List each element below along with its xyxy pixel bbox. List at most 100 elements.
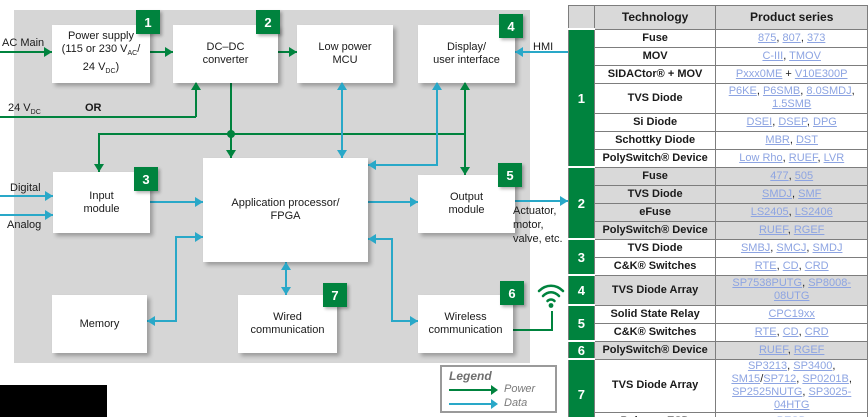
product-link[interactable]: RUEF: [788, 151, 818, 164]
product-link[interactable]: SP3213: [747, 359, 788, 372]
product-link[interactable]: CD: [782, 259, 799, 272]
product-link[interactable]: C-III: [762, 49, 784, 62]
technology-cell: Fuse: [593, 28, 717, 48]
product-link[interactable]: MBR: [765, 133, 790, 146]
power-arrowhead: [460, 167, 470, 175]
group-number-cell: 2: [568, 166, 595, 240]
product-link[interactable]: SM15: [731, 372, 761, 385]
product-separator: ,: [848, 372, 852, 385]
product-link[interactable]: RUEF: [758, 343, 788, 356]
product-separator: ,: [788, 169, 795, 182]
product-link[interactable]: RTE: [754, 259, 777, 272]
label-v24: 24 VDC: [8, 102, 41, 117]
product-separator: ,: [787, 223, 794, 236]
product-link[interactable]: Low Rho: [739, 151, 783, 164]
product-series-cell: RTE, CD, CRD: [715, 322, 868, 342]
product-link[interactable]: CD: [782, 325, 799, 338]
technology-cell: PolySwitch® Device: [593, 340, 717, 360]
product-link[interactable]: 373: [807, 31, 826, 44]
data-arrowhead: [410, 197, 418, 207]
product-separator: ,: [800, 31, 807, 44]
data-line: [515, 200, 568, 202]
header-technology: Technology: [593, 5, 717, 30]
product-link[interactable]: 807: [782, 31, 801, 44]
product-link[interactable]: RTE: [754, 325, 777, 338]
product-link[interactable]: DSEP: [778, 115, 807, 128]
product-separator: /: [760, 372, 764, 385]
data-arrowhead: [560, 196, 568, 206]
product-series-cell: DSEI, DSEP, DPG: [715, 112, 868, 132]
power-arrowhead: [165, 47, 173, 57]
product-link[interactable]: LVR: [823, 151, 845, 164]
power-line: [98, 133, 100, 172]
product-link[interactable]: SP0201B: [802, 372, 849, 385]
product-link[interactable]: PESD: [777, 415, 807, 417]
data-line: [285, 262, 287, 295]
product-link[interactable]: SP712: [763, 372, 797, 385]
data-line: [436, 82, 438, 165]
label-hmi: HMI: [533, 41, 554, 53]
product-link[interactable]: RGEF: [793, 343, 825, 356]
product-link[interactable]: SP8008-08UTG: [773, 277, 852, 302]
product-series-cell: RTE, CD, CRD: [715, 256, 868, 276]
data-arrow-sample: [449, 403, 491, 405]
data-arrowhead: [45, 210, 53, 220]
product-link[interactable]: CRD: [804, 259, 829, 272]
product-link[interactable]: RGEF: [793, 223, 825, 236]
redacted-black-box: [0, 385, 107, 417]
technology-cell: Polymer ESD: [593, 411, 717, 417]
product-separator: ,: [788, 205, 795, 218]
technology-cell: eFuse: [593, 202, 717, 222]
product-link[interactable]: P6SMB: [762, 85, 801, 97]
product-link[interactable]: DSEI: [746, 115, 773, 128]
product-link[interactable]: CRD: [804, 325, 829, 338]
product-link[interactable]: SP3400: [793, 359, 833, 372]
product-link[interactable]: SMBJ: [740, 241, 771, 254]
product-series-cell: Pxxx0ME + V10E300P: [715, 64, 868, 84]
product-link[interactable]: 8.0SMDJ: [806, 85, 852, 97]
product-link[interactable]: SP7538PUTG: [732, 277, 803, 289]
product-link[interactable]: SMDJ: [812, 241, 843, 254]
product-link[interactable]: SMDJ: [762, 187, 792, 200]
product-separator: ,: [787, 343, 794, 356]
data-line: [515, 51, 568, 53]
data-line: [368, 201, 418, 203]
technology-cell: Fuse: [593, 166, 717, 186]
product-separator: ,: [800, 85, 807, 97]
product-link[interactable]: 477: [770, 169, 789, 182]
header-product-series: Product series: [715, 5, 868, 30]
product-link[interactable]: SMF: [798, 187, 822, 200]
product-link[interactable]: CPC19xx: [768, 307, 815, 320]
product-link[interactable]: SP3025-04HTG: [773, 385, 852, 411]
product-link[interactable]: DST: [795, 133, 818, 146]
product-link[interactable]: RUEF: [758, 223, 788, 236]
product-link[interactable]: 1.5SMB: [772, 98, 812, 110]
product-link[interactable]: 505: [794, 169, 814, 182]
product-separator: ,: [776, 259, 783, 272]
product-link[interactable]: LS2405: [750, 205, 789, 218]
product-link[interactable]: LS2406: [794, 205, 833, 218]
group-number-cell: 6: [568, 340, 595, 360]
product-link[interactable]: SP2525NUTG: [732, 385, 803, 398]
product-link[interactable]: SMCJ: [776, 241, 807, 254]
group-number-cell: 1: [568, 28, 595, 168]
product-link[interactable]: TMOV: [789, 49, 821, 62]
product-link[interactable]: 875: [758, 31, 777, 44]
product-link[interactable]: P6KE: [728, 85, 757, 97]
technology-cell: PolySwitch® Device: [593, 220, 717, 240]
product-separator: ,: [817, 151, 824, 164]
power-arrowhead-icon: [491, 385, 498, 395]
product-link[interactable]: DPG: [813, 115, 837, 128]
product-link[interactable]: V10E300P: [794, 67, 848, 80]
data-line: [176, 236, 203, 238]
product-link[interactable]: Pxxx0ME: [735, 67, 783, 80]
